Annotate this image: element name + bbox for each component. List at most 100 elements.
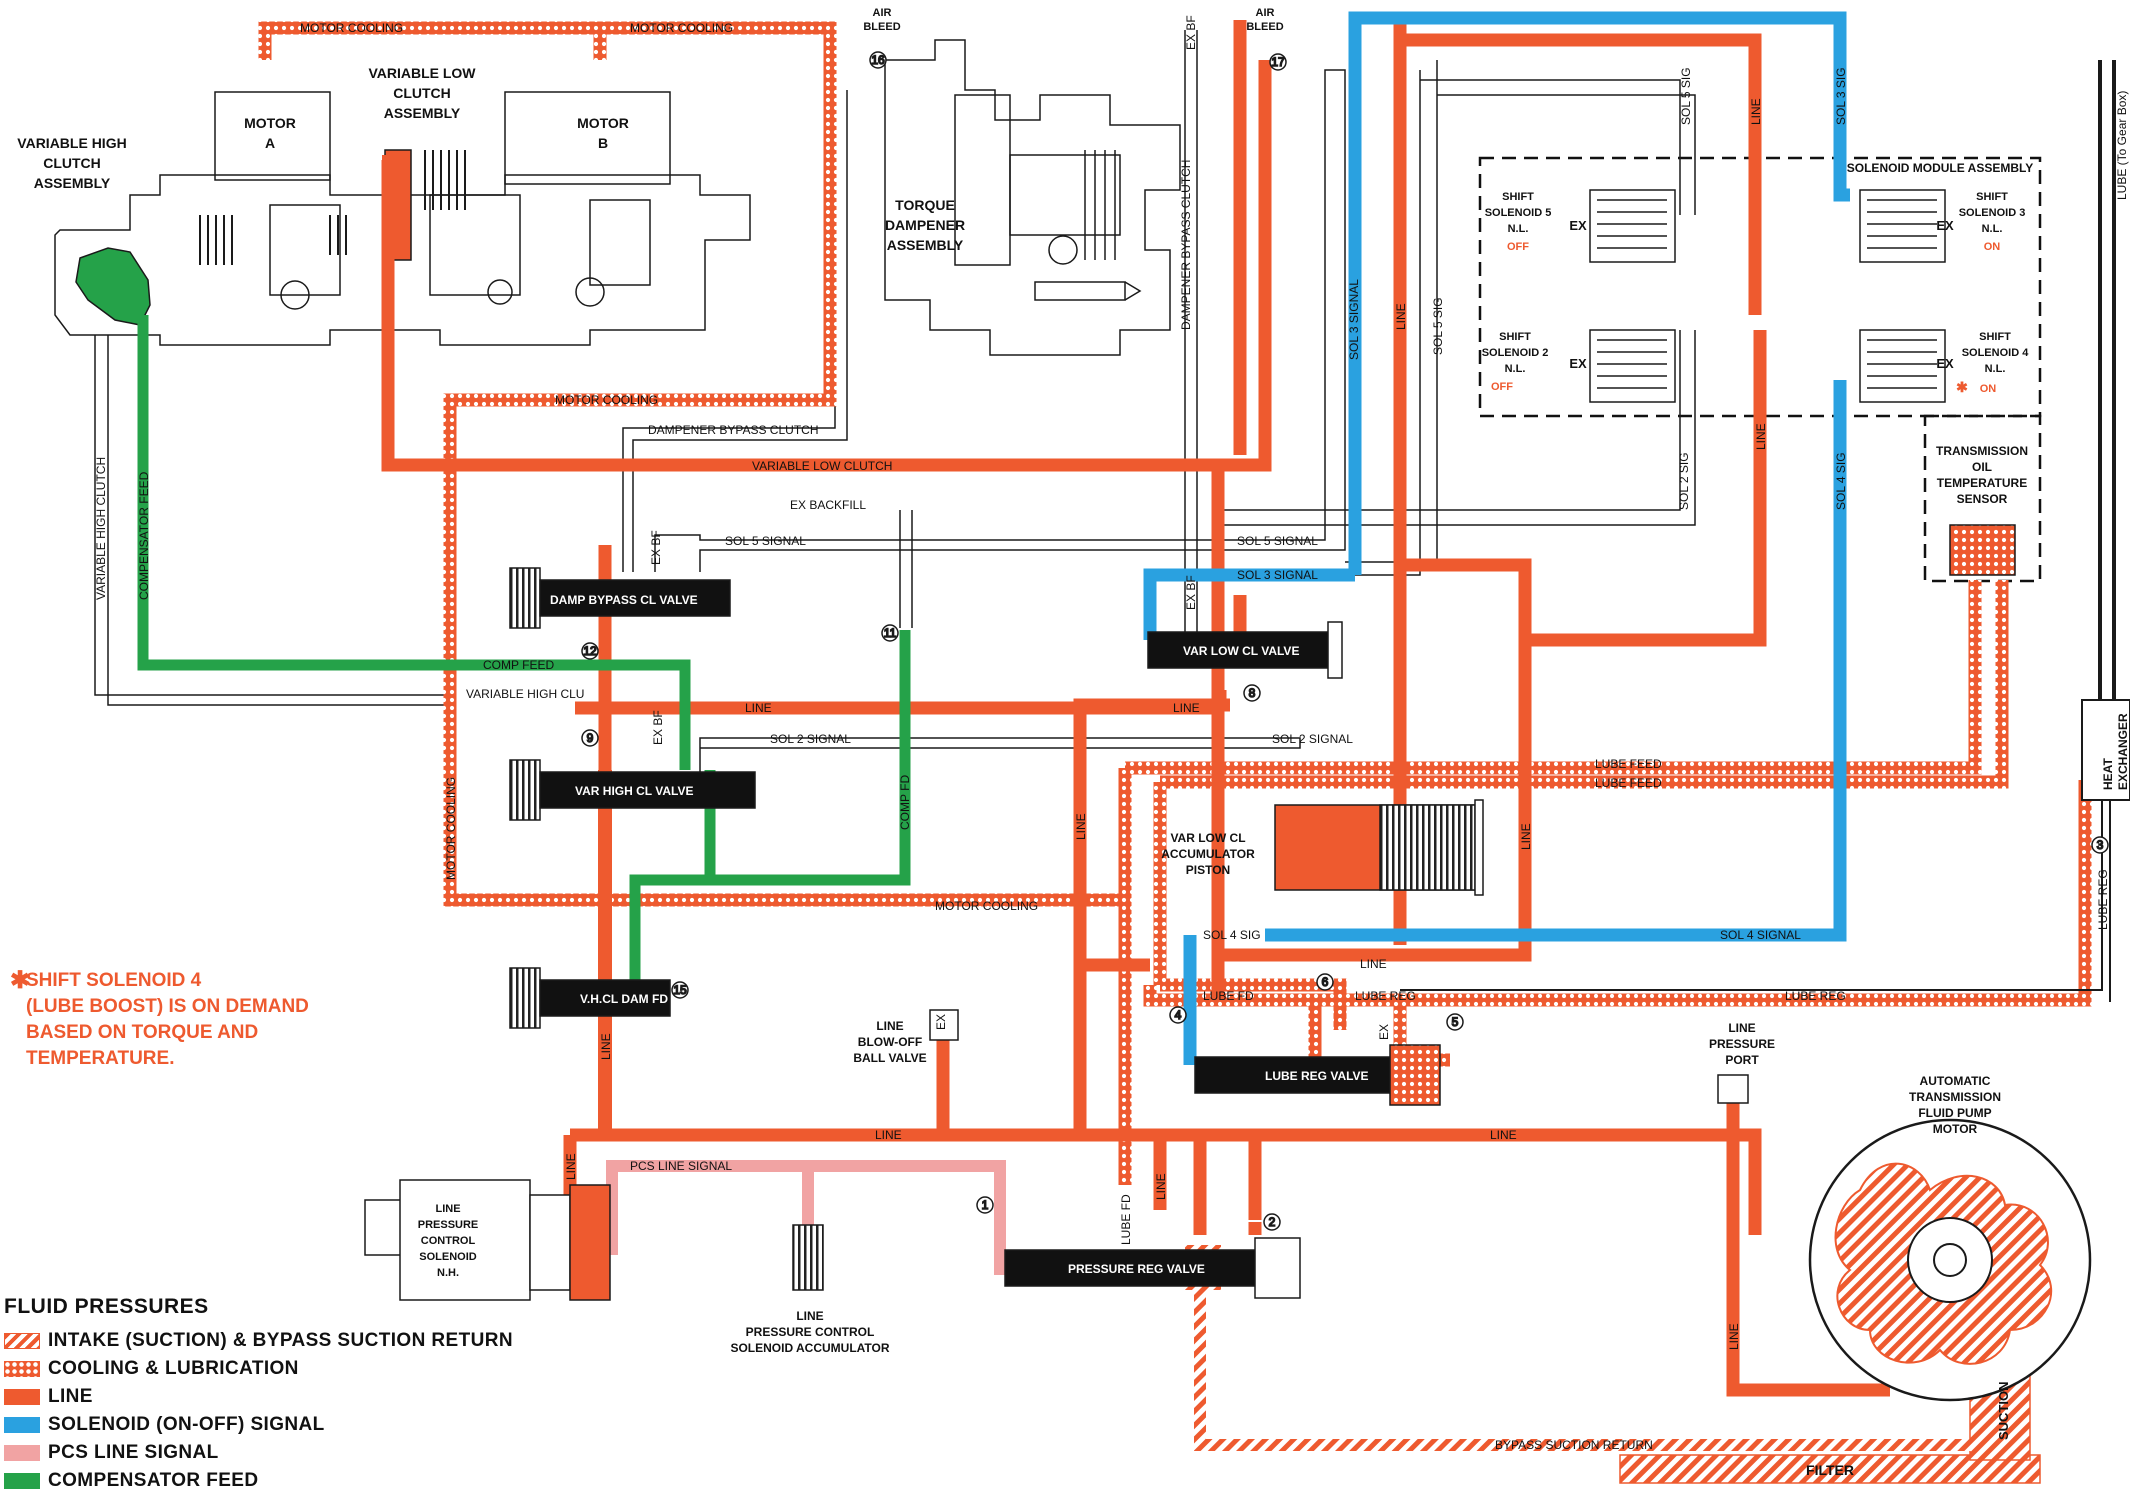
tot-sensor-box (1923, 414, 2042, 583)
lube-to-gearbox-label: LUBE (To Gear Box) (2115, 91, 2129, 200)
line-pressure-port (1717, 1074, 1749, 1104)
legend-item: SOLENOID (ON-OFF) SIGNAL (0, 1411, 560, 1439)
blowoff-ex-vlabel: EX (934, 1014, 948, 1030)
suction-passages (1185, 1245, 2041, 1484)
heat-exchanger (2081, 699, 2130, 801)
ex-bf-vlabel-2: EX BF (651, 710, 665, 745)
lube-fd-vlabel: LUBE FD (1119, 1194, 1133, 1245)
sol4-sig-label-h: SOL 4 SIG (1203, 928, 1261, 942)
comp-feed-vlabel: COMPENSATOR FEED (137, 471, 151, 600)
motor-cooling-label-3: MOTOR COOLING (555, 393, 658, 407)
line-vlabel-9: LINE (1727, 1323, 1741, 1350)
check-ball-8-label: 8 (1249, 686, 1256, 700)
ss4-label-2: SOLENOID 4 (1962, 347, 2030, 359)
tot-label-1: TRANSMISSION (1936, 444, 2028, 458)
note-star-icon: ✱ (10, 967, 31, 994)
var-low-clutch-assy-label-1: VARIABLE LOW (368, 65, 476, 81)
torque-dampener-label-1: TORQUE (895, 197, 955, 213)
line-label-5: LINE (1490, 1128, 1517, 1142)
ss2-label-1: SHIFT (1499, 331, 1531, 343)
dbc-vlabel: DAMPENER BYPASS CLUTCH (1179, 160, 1193, 330)
line-vlabel-6: LINE (599, 1033, 613, 1060)
ss5-label-3: N.L. (1508, 223, 1529, 235)
line-label-4: LINE (875, 1128, 902, 1142)
vhcl-dam-valve-label: V.H.CL DAM FD (580, 992, 668, 1006)
ss2-label-2: SOLENOID 2 (1482, 347, 1549, 359)
motor-b-label-1: MOTOR (577, 115, 629, 131)
line-vlabel-1: LINE (1394, 303, 1408, 330)
check-balls: 1 2 3 4 5 6 8 9 11 12 15 16 17 (581, 51, 2109, 1231)
ex-bf-vlabel-1: EX BF (649, 530, 663, 565)
ss2-label-3: N.L. (1505, 363, 1526, 375)
line-pressure-control-solenoid (364, 1179, 611, 1301)
vh-clu-label: VARIABLE HIGH CLU (466, 687, 584, 701)
torque-dampener-label-3: ASSEMBLY (887, 237, 964, 253)
legend-label-line: LINE (48, 1386, 93, 1407)
lube-feed-label-2: LUBE FEED (1595, 776, 1662, 790)
blowoff-label-2: BLOW-OFF (858, 1035, 922, 1049)
line-main-vertical-left (598, 770, 612, 1135)
motor-cooling-label-4: MOTOR COOLING (935, 899, 1038, 913)
check-ball-12-label: 12 (583, 644, 597, 658)
lpc-accum-label-1: LINE (796, 1309, 823, 1323)
check-ball-16-label: 16 (871, 53, 885, 67)
accum-label-1: VAR LOW CL (1170, 831, 1245, 845)
line-label-1: LINE (745, 701, 772, 715)
check-ball-17-label: 17 (1271, 55, 1285, 69)
lube-reg-vlabel: LUBE REG (2096, 869, 2110, 930)
accum-label-3: PISTON (1186, 863, 1230, 877)
sol5-signal-label-1: SOL 5 SIGNAL (725, 534, 806, 548)
check-ball-2-label: 2 (1269, 1215, 1276, 1229)
ss3-state: ON (1984, 241, 2001, 253)
lpc-label-3: CONTROL (421, 1235, 476, 1247)
component-labels: MOTOR A MOTOR B VARIABLE LOW CLUTCH ASSE… (17, 7, 2033, 1478)
lube-reg-label-2: LUBE REG (1785, 989, 1846, 1003)
var-high-clutch-assy-label-1: VARIABLE HIGH (17, 135, 126, 151)
pump-label-1: AUTOMATIC (1920, 1074, 1991, 1088)
line-upper-left (382, 155, 400, 180)
line-blowoff-valve (929, 1009, 959, 1041)
ss3-ex: EX (1936, 218, 1954, 233)
sol3-signal-label: SOL 3 SIGNAL (1237, 568, 1318, 582)
sol3-signal-vlabel: SOL 3 SIGNAL (1347, 279, 1361, 360)
torque-dampener-drawing (884, 39, 1181, 356)
pcs-signal-passages (606, 1160, 1006, 1275)
check-ball-11-label: 11 (884, 626, 897, 640)
damp-bypass-valve-label: DAMP BYPASS CL VALVE (550, 593, 698, 607)
check-ball-5-label: 5 (1452, 1015, 1459, 1029)
line-label-3: LINE (1360, 957, 1387, 971)
tot-sensor (1949, 524, 2016, 576)
comp-feed-label: COMP FEED (483, 658, 554, 672)
check-ball-1-label: 1 (982, 1198, 989, 1212)
ss5-label-2: SOLENOID 5 (1485, 207, 1552, 219)
pcs-swatch (4, 1445, 40, 1461)
passage-labels: MOTOR COOLING MOTOR COOLING MOTOR COOLIN… (300, 21, 1846, 1452)
lpc-accumulator-spring (792, 1224, 824, 1291)
motor-cooling-vlabel: MOTOR COOLING (444, 777, 458, 880)
compensator-swatch (4, 1473, 40, 1489)
lube-reg-valve-label: LUBE REG VALVE (1265, 1069, 1369, 1083)
sol3-sig-vlabel: SOL 3 SIG (1834, 67, 1848, 125)
intake-swatch (4, 1333, 40, 1349)
check-ball-3-label: 3 (2097, 838, 2104, 852)
filter-label: FILTER (1806, 1462, 1854, 1478)
vlc-label: VARIABLE LOW CLUTCH (752, 459, 892, 473)
ss3-label-2: SOLENOID 3 (1959, 207, 2026, 219)
fluid-pump (1808, 1118, 2092, 1402)
line-vlabel-7: LINE (564, 1153, 578, 1180)
pump-label-4: MOTOR (1933, 1122, 1978, 1136)
accum-label-2: ACCUMULATOR (1161, 847, 1255, 861)
air-bleed-right-label-1: AIR (1256, 7, 1275, 19)
lpc-accum-label-2: PRESSURE CONTROL (746, 1325, 875, 1339)
ss4-ex: EX (1936, 356, 1954, 371)
cooling-swatch (4, 1361, 40, 1377)
line-vlabel-8: LINE (1154, 1173, 1168, 1200)
motor-a-label-2: A (265, 135, 275, 151)
solenoid-module-box (1478, 156, 2042, 418)
tot-label-2: OIL (1972, 460, 1992, 474)
sol4-signal-label: SOL 4 SIGNAL (1720, 928, 1801, 942)
pressure-reg-valve-label: PRESSURE REG VALVE (1068, 1262, 1205, 1276)
lube-fd-label-h: LUBE FD (1203, 989, 1254, 1003)
